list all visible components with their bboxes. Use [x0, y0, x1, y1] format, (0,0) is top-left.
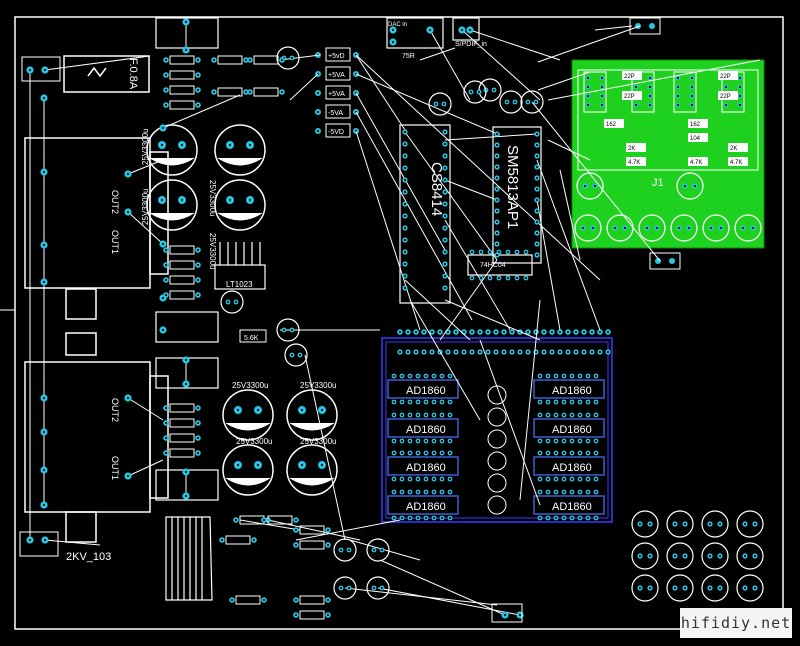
transformer-bottom: [24, 361, 169, 543]
filter-capacitors: [146, 124, 338, 496]
small-components: [163, 46, 764, 620]
rail-label: -5VD: [328, 129, 344, 136]
board-outline: [14, 16, 784, 630]
rail-label: +5VA: [328, 91, 345, 98]
ad1860-label: AD1860: [406, 462, 446, 474]
jumper-wires: [29, 22, 761, 616]
switch-label: 2KV_103: [66, 551, 111, 563]
green-part-label: 4.7K: [628, 160, 640, 166]
small-capacitor: [631, 510, 659, 538]
ad1860-label: AD1860: [552, 385, 592, 397]
digital-chips: [386, 17, 542, 304]
green-part-label: 22P: [720, 74, 731, 80]
cs8414-label: CS8414: [428, 162, 445, 216]
green-part-label: 4.7K: [730, 160, 742, 166]
small-capacitor: [736, 542, 764, 570]
green-part-label: 4.7K: [690, 160, 702, 166]
ad1860-label: AD1860: [406, 385, 446, 397]
small-capacitor: [666, 510, 694, 538]
electrolytic-capacitor: [222, 389, 274, 441]
electrolytic-capacitor: [146, 124, 198, 176]
out1-label-bottom: OUT1: [110, 456, 120, 480]
small-capacitor: [736, 574, 764, 602]
analog-output-board: 22P 22P 22P 22P 162 162 2K 2K 4.7K 4.7K 4.7K 104 J1: [571, 17, 765, 270]
green-part-label: 2K: [628, 146, 635, 152]
power-rail-labels: +5vD +5VA +5VA -5VA -5VD: [315, 47, 359, 138]
green-part-label: 22P: [624, 74, 635, 80]
rail-label: -5VA: [328, 110, 343, 117]
amp-heatsink: [165, 516, 213, 601]
small-capacitor: [666, 542, 694, 570]
fuse-label: F.0.8A: [127, 58, 139, 90]
small-capacitor: [701, 574, 729, 602]
electrolytic-capacitor: [286, 389, 338, 441]
ad1860-label: AD1860: [406, 501, 446, 513]
small-capacitor: [701, 542, 729, 570]
electrolytic-capacitor: [146, 179, 198, 231]
small-capacitor: [631, 574, 659, 602]
out2-label-bottom: OUT2: [110, 398, 120, 422]
rail-label: +5vD: [328, 53, 345, 60]
electrolytic-capacitor: [222, 444, 274, 496]
green-part-label: 162: [606, 122, 617, 128]
out1-label-top: OUT1: [110, 230, 120, 254]
cap-label-2: 25V3300u: [141, 189, 150, 225]
res-568k-label: 5.6K: [244, 335, 259, 342]
fuse-holder: F.0.8A: [63, 55, 150, 93]
dac-in-label: DAC in: [388, 22, 407, 28]
small-capacitor: [666, 574, 694, 602]
green-part-label: 22P: [624, 94, 635, 100]
cap-label-6: 25V3300u: [300, 381, 336, 390]
small-capacitor: [701, 510, 729, 538]
green-part-label: 162: [690, 122, 701, 128]
electrolytic-capacitor: [214, 179, 266, 231]
spdif-label: S/PDIF_in: [455, 41, 487, 48]
out2-label-top: OUT2: [110, 190, 120, 214]
ad1860-label: AD1860: [552, 462, 592, 474]
sm5813-label: SM5813AP1: [504, 145, 521, 229]
cap-label-8: 25V3300u: [300, 437, 336, 446]
green-part-label: 22P: [720, 94, 731, 100]
dac-board: AD1860AD1860AD1860AD1860AD1860AD1860AD18…: [381, 329, 613, 523]
rail-label: +5VA: [328, 72, 345, 79]
electrolytic-capacitor: [214, 124, 266, 176]
cap-label-7: 25V3300u: [236, 437, 272, 446]
ad1860-label: AD1860: [552, 501, 592, 513]
cap-label-5: 25V3300u: [232, 381, 268, 390]
solder-pads: [26, 18, 540, 623]
green-part-label: 104: [690, 136, 701, 142]
cap-label-1: 25V3300u: [141, 129, 150, 165]
cap-label-4: 25V3300u: [208, 233, 217, 269]
watermark: hifidiy.net: [680, 608, 792, 638]
ad1860-label: AD1860: [406, 424, 446, 436]
j1-label: J1: [652, 177, 664, 189]
r75-label: 75R: [402, 53, 415, 60]
lt1023-label: LT1023: [226, 280, 253, 289]
electrolytic-capacitor: [286, 444, 338, 496]
small-capacitor: [736, 510, 764, 538]
cap-label-3: 25V3300u: [208, 180, 217, 216]
small-capacitor: [631, 542, 659, 570]
ad1860-label: AD1860: [552, 424, 592, 436]
green-part-label: 2K: [730, 146, 737, 152]
regulator-heatsink: [214, 242, 266, 290]
